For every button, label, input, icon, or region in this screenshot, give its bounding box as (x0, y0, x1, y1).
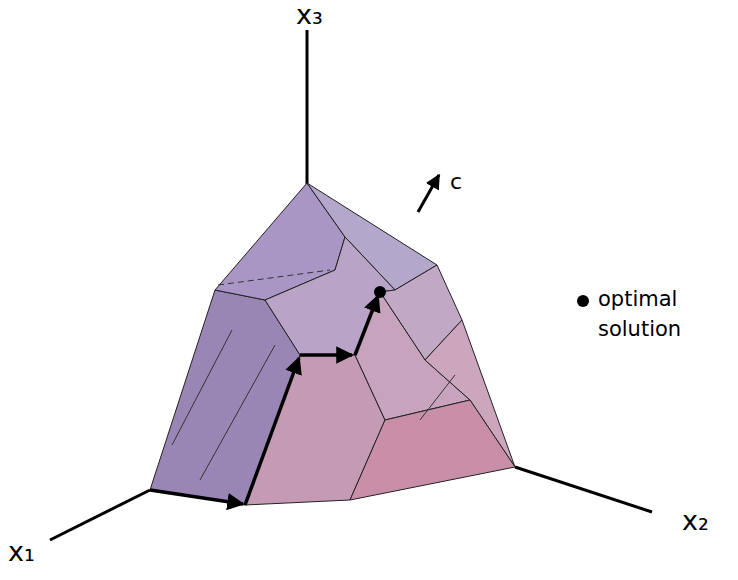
legend-dot (577, 295, 589, 307)
path-arrow (355, 296, 378, 355)
face-line (172, 330, 232, 445)
path-arrow (245, 358, 299, 505)
objective-arrow (418, 175, 439, 212)
axis-label: x₁ (8, 537, 35, 567)
face-line (420, 375, 455, 420)
path-arrow (300, 353, 352, 357)
face-line (200, 345, 275, 480)
vector-label: c (450, 170, 462, 194)
x2-axis (515, 467, 652, 512)
path-arrow (150, 490, 243, 504)
polytope-face (350, 400, 515, 500)
hidden-edge (218, 270, 330, 285)
x3-axis (306, 30, 309, 184)
optimal-point (374, 286, 386, 298)
x1-axis (50, 490, 150, 540)
legend-text: optimal solution (598, 284, 698, 345)
axis-label: x₂ (682, 506, 709, 536)
axis-label: x₃ (296, 0, 323, 30)
